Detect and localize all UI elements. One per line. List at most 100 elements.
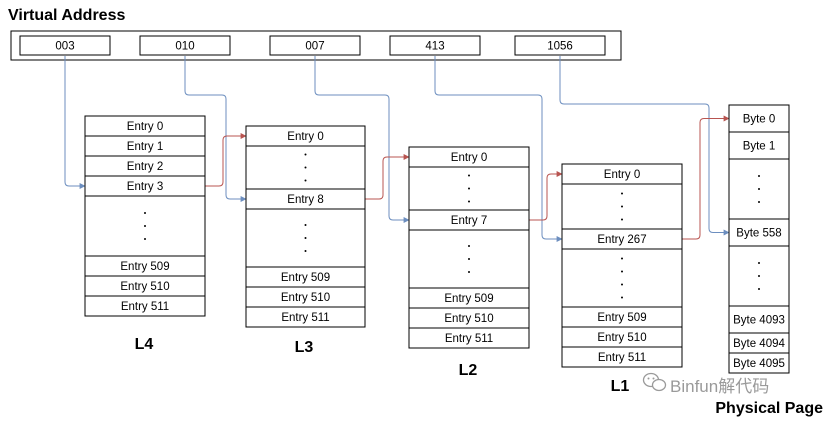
pointer-arrow (529, 171, 563, 221)
table-entry: Entry 510 (561, 326, 683, 348)
entry-label: Entry 0 (451, 152, 487, 164)
ellipsis-dot (468, 187, 470, 190)
table-entry: Entry 511 (245, 306, 366, 328)
table-entry: Entry 510 (245, 286, 366, 308)
level-label-l2: L2 (459, 362, 478, 379)
level-label-l4: L4 (135, 336, 154, 353)
entry-label: Entry 511 (445, 333, 493, 345)
ellipsis-dot (144, 212, 146, 214)
table-entry: Entry 0 (84, 115, 206, 137)
connectors (64, 56, 730, 242)
ellipsis-dot (304, 153, 307, 156)
ellipsis-cell (408, 166, 530, 211)
address-field: 003 (19, 35, 111, 56)
table-entry: Entry 7 (408, 209, 530, 231)
entry-label: Byte 4093 (733, 315, 785, 327)
table-entry: Entry 509 (245, 266, 366, 288)
ellipsis-dot (304, 179, 307, 182)
table-entry: Entry 509 (561, 306, 683, 328)
entry-label: Entry 0 (127, 121, 163, 133)
entry-label: Entry 511 (121, 301, 169, 313)
watermark-text: Binfun解代码 (670, 377, 769, 396)
ellipsis-dot (758, 288, 760, 290)
ellipsis-dot (758, 262, 760, 264)
ellipsis-dot (621, 192, 623, 195)
ellipsis-dot (468, 200, 470, 203)
ellipsis-dot (621, 257, 623, 260)
address-field: 010 (139, 35, 231, 56)
watermark: Binfun解代码 (642, 372, 769, 396)
ellipsis-cell (561, 248, 683, 308)
table-entry: Entry 511 (408, 327, 530, 349)
entry-label: Byte 1 (743, 141, 776, 153)
table-entry: Entry 3 (84, 175, 206, 197)
table-entry: Entry 510 (84, 275, 206, 297)
ellipsis-cell (245, 208, 366, 268)
entry-label: Entry 510 (444, 313, 493, 325)
table-entry: Entry 1 (84, 135, 206, 157)
entry-label: Entry 509 (120, 261, 169, 273)
ellipsis-dot (144, 225, 146, 227)
entry-label: Entry 511 (598, 352, 646, 364)
index-arrow (434, 56, 563, 242)
address-field-value: 413 (425, 41, 444, 53)
wechat-icon (642, 372, 667, 392)
index-arrow (64, 56, 86, 189)
entry-label: Entry 8 (287, 194, 323, 206)
entry-label: Byte 558 (736, 228, 781, 240)
entry-label: Entry 1 (127, 141, 163, 153)
ellipsis-cell (84, 195, 206, 257)
entry-label: Byte 4095 (733, 358, 785, 370)
entry-label: Entry 7 (451, 215, 487, 227)
entry-label: Entry 510 (597, 332, 646, 344)
index-arrow (559, 56, 730, 236)
ellipsis-dot (621, 205, 623, 208)
entry-label: Entry 510 (281, 292, 330, 304)
address-field-value: 1056 (547, 41, 573, 53)
ellipsis-dot (621, 296, 623, 299)
table-entry: Entry 267 (561, 228, 683, 250)
ellipsis-dot (304, 237, 307, 239)
entry-label: Entry 0 (287, 131, 323, 143)
table-entry: Entry 509 (408, 287, 530, 309)
pointer-arrow (682, 115, 730, 240)
ellipsis-dot (758, 188, 760, 190)
pointer-arrow (365, 154, 410, 200)
table-entry: Byte 0 (728, 104, 790, 133)
ellipsis-cell (561, 183, 683, 230)
entry-label: Entry 511 (281, 312, 329, 324)
ellipsis-dot (468, 271, 470, 273)
ellipsis-dot (468, 258, 470, 260)
table-entry: Entry 509 (84, 255, 206, 277)
level-label-l3: L3 (295, 339, 314, 356)
table-entry: Entry 511 (84, 295, 206, 317)
entry-label: Entry 509 (597, 312, 646, 324)
index-arrow (184, 56, 247, 202)
address-field-value: 007 (305, 41, 324, 53)
table-entry: Entry 8 (245, 188, 366, 210)
address-field: 413 (389, 35, 481, 56)
pointer-arrow (205, 133, 247, 187)
table-entry: Entry 0 (245, 125, 366, 147)
ellipsis-dot (304, 224, 307, 226)
physical-page-label: Physical Page (715, 400, 823, 417)
entry-label: Entry 510 (120, 281, 169, 293)
address-field: 1056 (514, 35, 606, 56)
ellipsis-cell (245, 145, 366, 190)
ellipsis-dot (304, 166, 307, 169)
table-entry: Entry 2 (84, 155, 206, 177)
entry-label: Entry 509 (281, 272, 330, 284)
table-entry: Entry 0 (561, 163, 683, 185)
address-field-value: 010 (175, 41, 194, 53)
ellipsis-dot (144, 238, 146, 240)
table-entry: Byte 1 (728, 131, 790, 160)
level-label-l1: L1 (611, 378, 630, 395)
table-entry: Entry 0 (408, 146, 530, 168)
ellipsis-dot (304, 250, 307, 252)
